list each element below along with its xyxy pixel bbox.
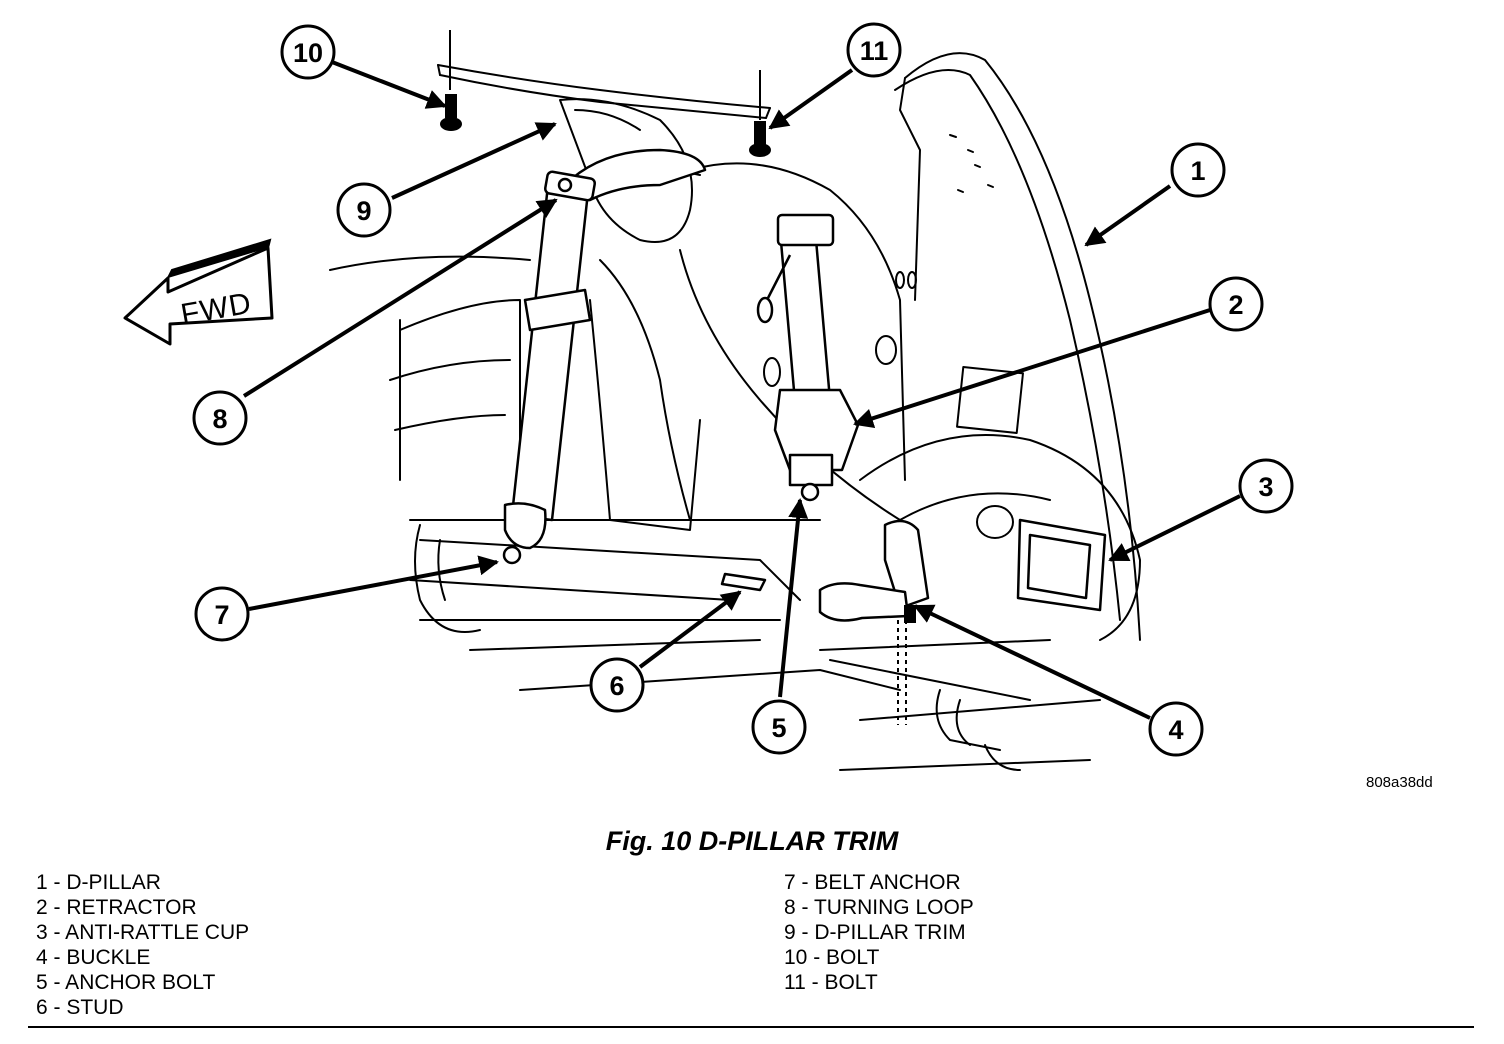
leader-lines [242, 60, 1241, 720]
callout-11: 11 [846, 22, 902, 78]
d-pillar-diagram: FWD 1 2 3 4 5 6 7 [123, 22, 1433, 791]
callout-5: 5 [751, 699, 807, 755]
buckle-bolt-graphic [897, 605, 916, 725]
callout-2-number: 2 [1228, 290, 1243, 320]
legend-item: 7 - BELT ANCHOR [784, 871, 961, 894]
legend-item: 1 - D-PILLAR [36, 871, 161, 894]
callout-9: 9 [336, 182, 392, 238]
legend-item: 9 - D-PILLAR TRIM [784, 921, 966, 944]
image-code: 808a38dd [1366, 774, 1433, 791]
legend-item: 11 - BOLT [784, 971, 878, 994]
callout-2: 2 [1208, 276, 1264, 332]
bolt-10-graphic [440, 30, 462, 131]
callout-6-number: 6 [609, 671, 624, 701]
callout-6: 6 [589, 657, 645, 713]
callout-10: 10 [280, 24, 336, 80]
callout-10-number: 10 [293, 38, 323, 68]
callout-8: 8 [192, 390, 248, 446]
legend-item: 8 - TURNING LOOP [784, 896, 974, 919]
callout-3: 3 [1238, 458, 1294, 514]
legend-item: 3 - ANTI-RATTLE CUP [36, 921, 250, 944]
figure-title: Fig. 10 D-PILLAR TRIM [605, 826, 899, 856]
bottom-divider [28, 1026, 1474, 1028]
legend-item: 6 - STUD [36, 996, 124, 1019]
callout-8-number: 8 [212, 404, 227, 434]
vehicle-body-artwork [329, 52, 1141, 771]
callout-3-number: 3 [1258, 472, 1273, 502]
callout-7: 7 [194, 586, 250, 642]
callout-4-number: 4 [1168, 715, 1183, 745]
seat-belt-assembly [502, 148, 1107, 622]
legend-item: 10 - BOLT [784, 946, 880, 969]
legend-right-column: 7 - BELT ANCHOR 8 - TURNING LOOP 9 - D-P… [784, 870, 974, 995]
legend-item: 2 - RETRACTOR [36, 896, 197, 919]
callout-9-number: 9 [356, 196, 371, 226]
callout-11-number: 11 [860, 36, 889, 66]
legend-item: 5 - ANCHOR BOLT [36, 971, 216, 994]
callout-1: 1 [1170, 142, 1226, 198]
callout-5-number: 5 [771, 713, 786, 743]
fwd-direction-arrow: FWD [123, 238, 274, 346]
legend-item: 4 - BUCKLE [36, 946, 151, 969]
callout-1-number: 1 [1190, 156, 1205, 186]
callout-4: 4 [1148, 701, 1204, 757]
callout-7-number: 7 [214, 600, 229, 630]
legend-left-column: 1 - D-PILLAR 2 - RETRACTOR 3 - ANTI-RATT… [36, 870, 249, 1020]
bolt-11-graphic [749, 70, 771, 157]
